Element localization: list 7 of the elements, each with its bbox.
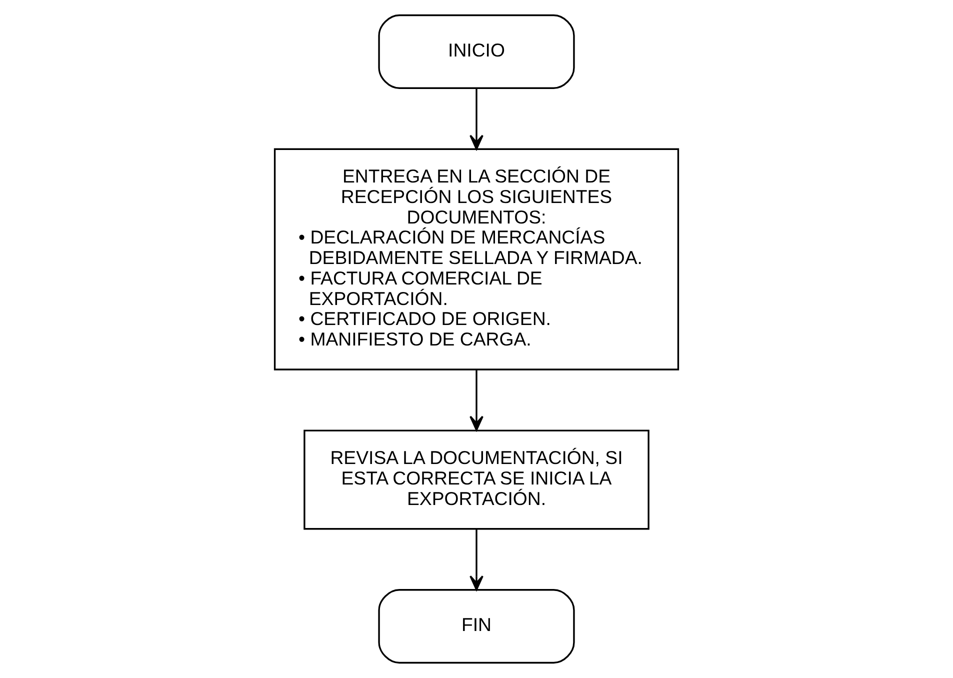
arrow bbox=[470, 88, 484, 150]
node-box: REVISA LA DOCUMENTACIÓN, SI ESTA CORRECTA SE INICIA LA EXPORTACIÓN. bbox=[304, 430, 650, 530]
arrow bbox=[470, 529, 484, 591]
node-box: ENTREGA EN LA SECCIÓN DE RECEPCIÓN LOS SIGUIENTES DOCUMENTOS: • DECLARACIÓN DE MERCANCÍAS DEBIDAMENTE SELLADA Y FIRMADA. • FACTURA COMERCIAL DE EXPORTACIÓN. • CERTIFICADO DE ORIGEN. • MANIFIESTO DE CARGA. bbox=[274, 148, 680, 370]
node-box: FIN bbox=[378, 589, 575, 664]
node-box: INICIO bbox=[378, 14, 575, 89]
arrow bbox=[470, 370, 484, 431]
